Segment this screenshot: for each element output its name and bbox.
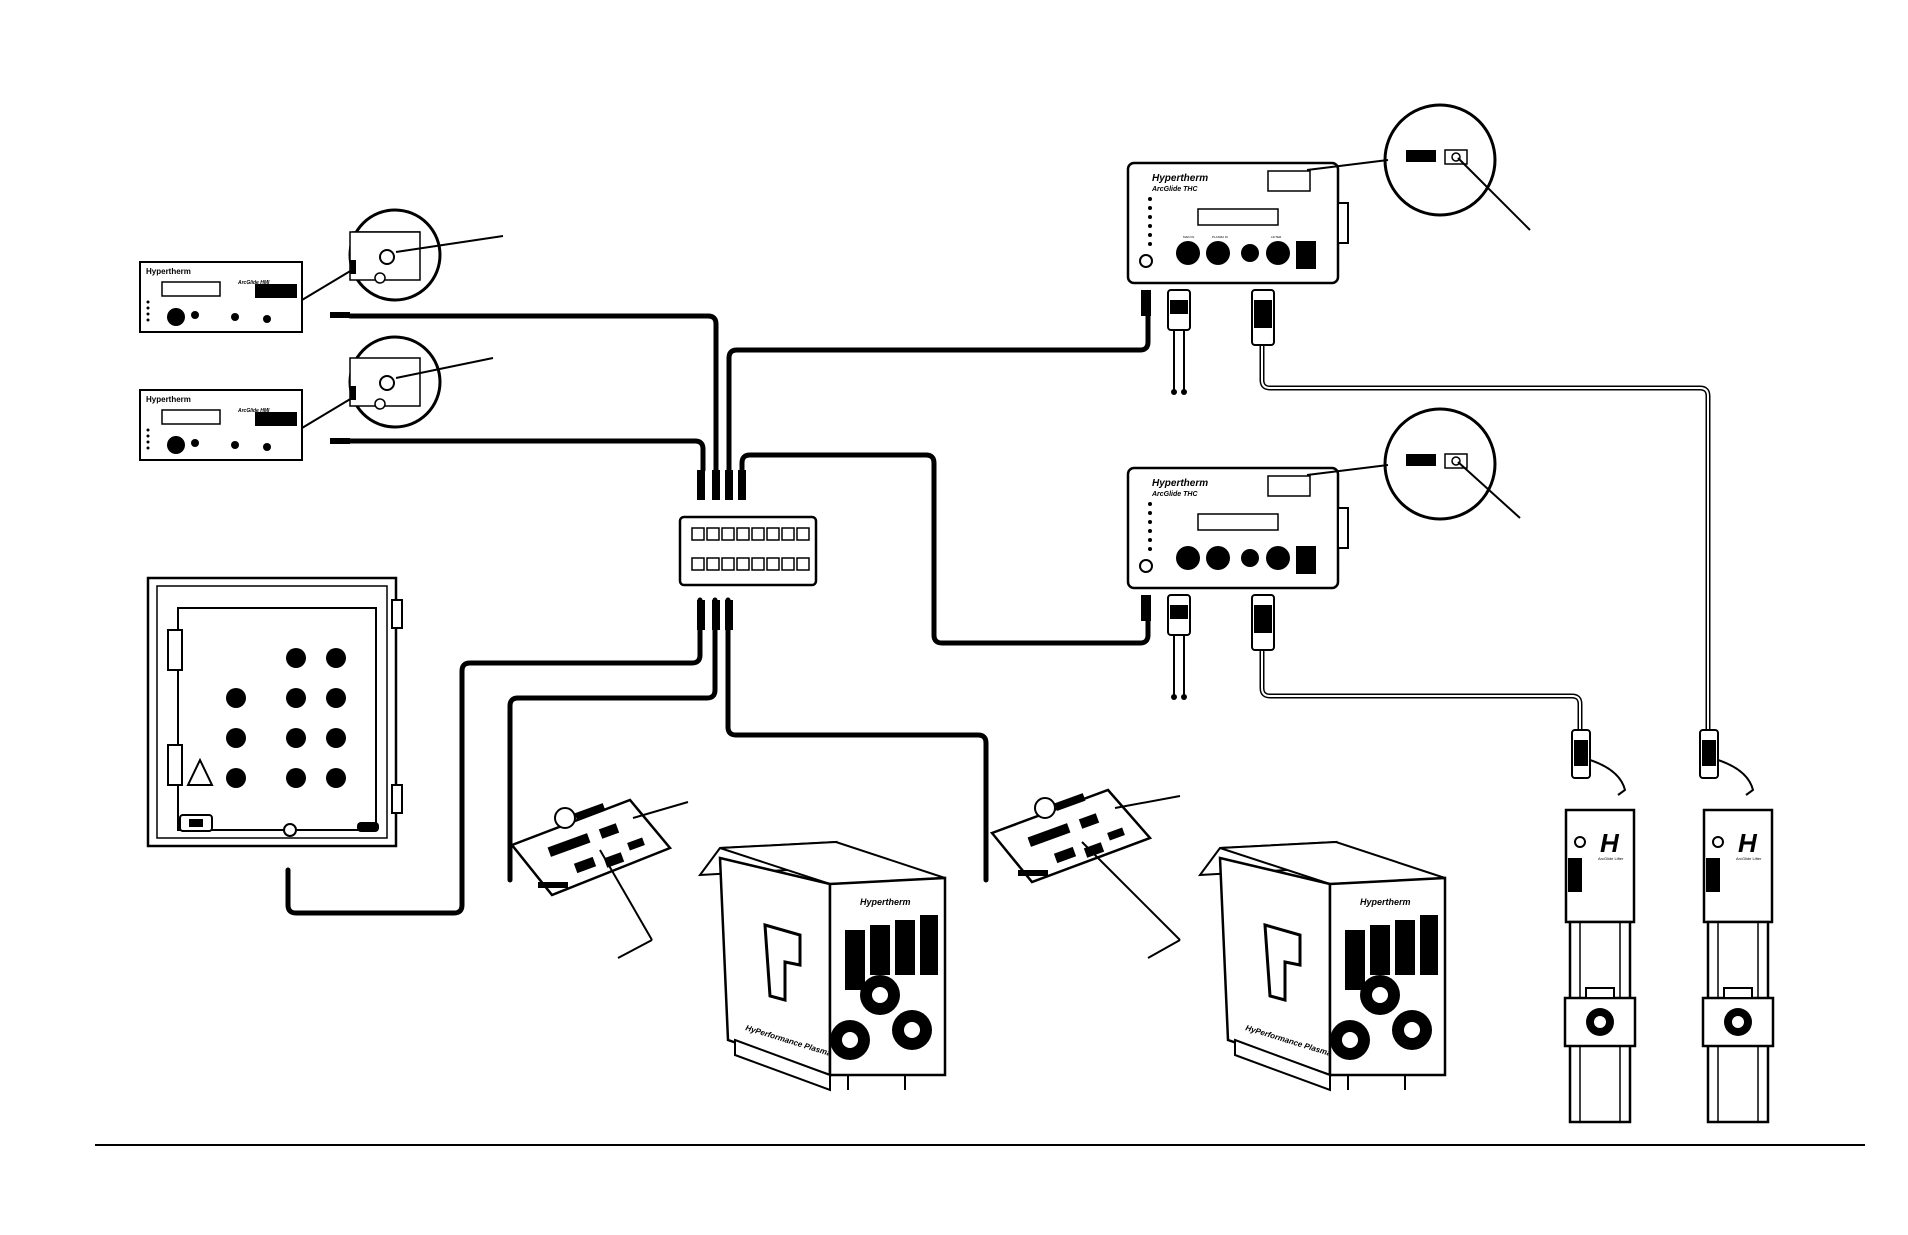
cables [285, 297, 1711, 916]
hmi-unit-1: Hypertherm ArcGlide HMI [139, 261, 303, 333]
network-hub [678, 470, 818, 630]
thc-model-text: ArcGlide THC [1151, 186, 1198, 193]
hmi-2-connector [330, 438, 350, 444]
board-2-connector [1018, 870, 1048, 876]
board-1-connector [538, 882, 568, 888]
hmi-brand-text: Hypertherm [146, 267, 191, 276]
thc-2-connectors [1141, 594, 1275, 700]
hmi-display [161, 281, 221, 297]
thc-2-detail-callout [1306, 407, 1521, 521]
lifter-model-text: ArcGlide Lifter [1736, 856, 1762, 861]
hmi-2-detail-callout [301, 335, 494, 444]
cable-thc2-lifter1 [1259, 647, 1583, 733]
ps1-brand-text: Hypertherm [860, 897, 911, 907]
cable-hmi2-hub [347, 438, 706, 473]
cable-hub-enclosure [285, 597, 703, 916]
hmi-led-readout [255, 284, 297, 298]
thc-port-label: LIFTER [1271, 235, 1282, 239]
hmi-knob [167, 308, 185, 326]
hmi-unit-2: Hypertherm ArcGlide HMI [139, 389, 303, 461]
thc-display [1197, 208, 1279, 226]
thc-model-text: ArcGlide THC [1151, 491, 1198, 498]
hmi-brand-text: Hypertherm [146, 395, 191, 404]
thc-brand-text: Hypertherm [1152, 173, 1208, 184]
thc-unit-2: Hypertherm ArcGlide THC [1126, 466, 1349, 590]
thc-brand-text: Hypertherm [1152, 478, 1208, 489]
plasma-power-supply-1: Hypertherm HyPerformance Plasma [697, 840, 947, 1092]
lifter-logo-text: H [1738, 828, 1758, 858]
cable-hub-thc2 [739, 452, 1151, 646]
thc-display [1197, 513, 1279, 531]
hmi-1-connector [330, 312, 350, 318]
thc-1-connectors [1141, 289, 1275, 395]
hmi-model-text: ArcGlide HMI [237, 408, 270, 414]
warning-icon [186, 757, 214, 786]
machine-interface-enclosure [146, 576, 403, 848]
hmi-model-text: ArcGlide HMI [237, 280, 270, 286]
cpu-board-2 [989, 788, 1181, 959]
thc-port-label: PLASMA IN [1212, 235, 1228, 239]
cable-hub-board1 [507, 597, 718, 883]
hmi-knob [167, 436, 185, 454]
hypernet-port [283, 823, 297, 837]
hmi-display [161, 409, 221, 425]
thc-1-detail-callout [1306, 103, 1531, 231]
lifter-1: H ArcGlide Lifter [1563, 729, 1637, 1124]
lifter-2: H ArcGlide Lifter [1699, 729, 1775, 1124]
lifter-model-text: ArcGlide Lifter [1598, 856, 1624, 861]
lifter-logo-text: H [1600, 828, 1620, 858]
hmi-1-detail-callout [301, 208, 504, 318]
thc-port-label: MAIN IN [1183, 235, 1194, 239]
hmi-led-readout [255, 412, 297, 426]
cpu-board-1 [509, 798, 689, 959]
cable-hmi1-hub [347, 313, 719, 473]
ps2-brand-text: Hypertherm [1360, 897, 1411, 907]
cable-hub-thc1 [726, 297, 1151, 473]
thc-unit-1: Hypertherm ArcGlide THC MAIN IN PLASMA I… [1126, 161, 1349, 285]
cable-hub-board2 [725, 597, 989, 883]
plasma-power-supply-2: Hypertherm HyPerformance Plasma [1197, 840, 1447, 1092]
